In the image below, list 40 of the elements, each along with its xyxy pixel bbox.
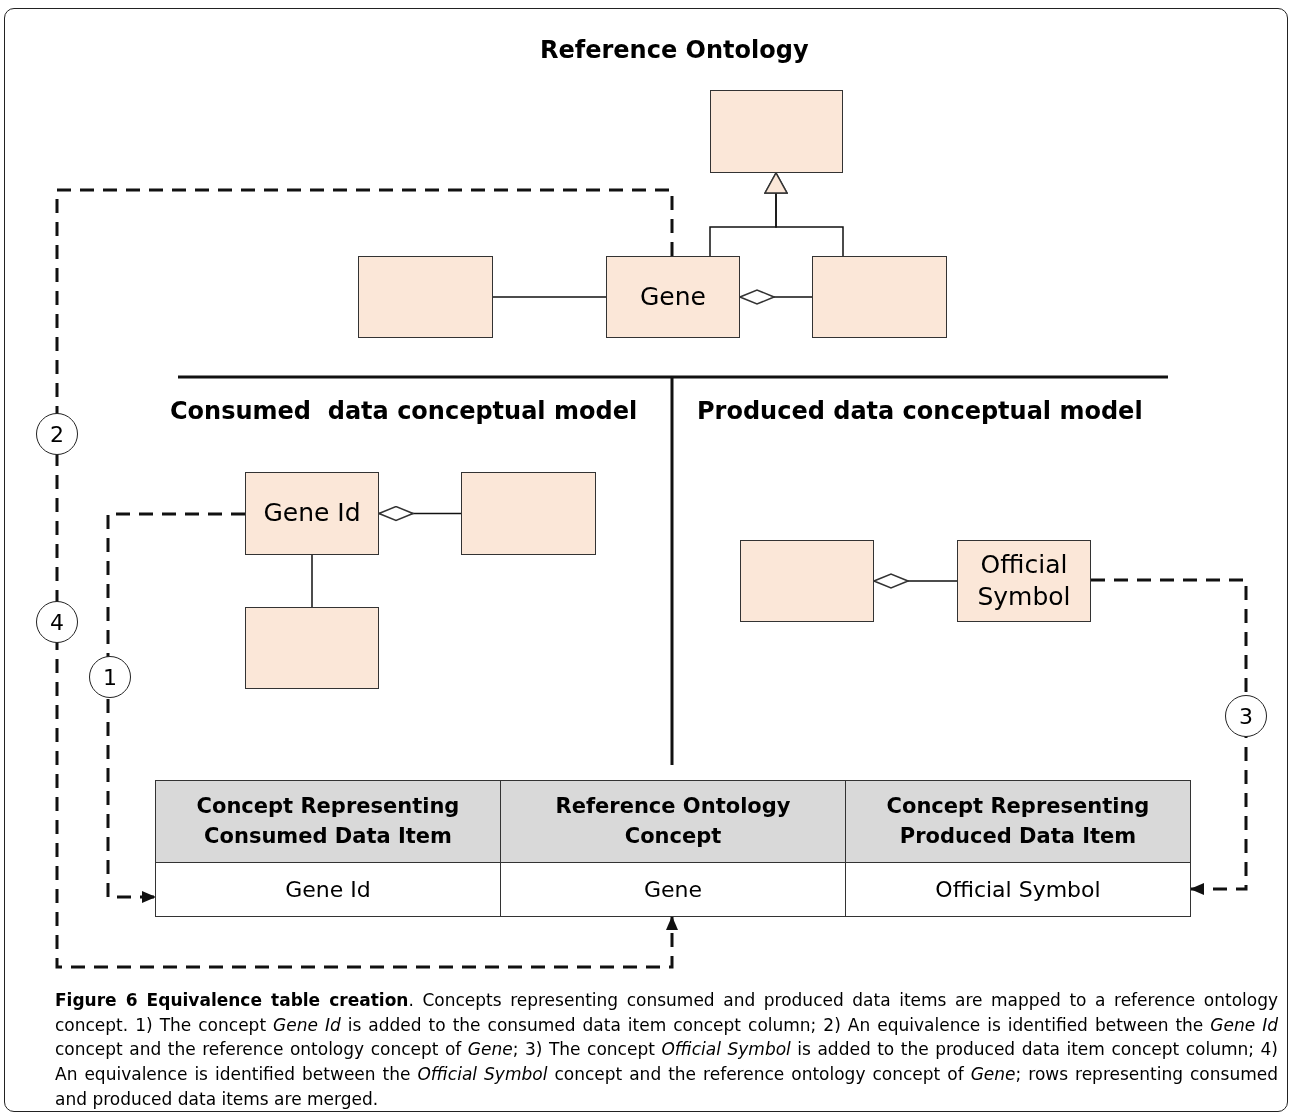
class-name: Official Symbol bbox=[976, 548, 1072, 613]
callout-number: 4 bbox=[36, 601, 78, 643]
table-header-cell bbox=[155, 780, 501, 863]
table-header-cell bbox=[845, 780, 1191, 863]
edge-label: 3 bbox=[1225, 695, 1267, 737]
dashed-arrow bbox=[55, 188, 678, 969]
class-box bbox=[740, 540, 874, 622]
edge-label: 1 bbox=[89, 656, 131, 698]
connector-line bbox=[492, 296, 607, 298]
table-cell bbox=[155, 862, 501, 917]
edge-label: 2 bbox=[36, 413, 78, 455]
section-heading: Consumed data conceptual model bbox=[170, 397, 638, 425]
cell-text: Concept Representing Consumed Data Item bbox=[195, 793, 461, 850]
figure-caption: Figure 6 Equivalence table creation. Concepts representing consumed and produced data items are mapped to a reference ontology concept. 1) The concept Gene Id is added to the consumed data item concept column; 2) An equivalence is identified between the Gene Id concept and the reference ontology concept of Gene; 3) The concept Official Symbol is added to the produced data item concept column; 4) An equivalence is identified between the Official Symbol concept and the reference ontology concept of Gene; rows representing consumed and produced data items are merged. bbox=[55, 989, 1278, 1111]
table-header-cell bbox=[500, 780, 846, 863]
class-box bbox=[710, 90, 843, 173]
class-name: Gene bbox=[640, 280, 706, 313]
class-name: Gene Id bbox=[263, 497, 361, 530]
table-cell bbox=[845, 862, 1191, 917]
generalization-arrow bbox=[764, 172, 844, 257]
connector-line bbox=[311, 554, 313, 608]
class-box bbox=[245, 472, 379, 555]
aggregation-line bbox=[378, 505, 462, 522]
class-box bbox=[812, 256, 947, 338]
class-box bbox=[461, 472, 596, 555]
cell-text: Gene Id bbox=[285, 877, 371, 902]
aggregation-line bbox=[873, 573, 958, 589]
section-heading: Produced data conceptual model bbox=[697, 397, 1143, 425]
dashed-arrow bbox=[106, 512, 245, 903]
cell-text: Concept Representing Produced Data Item bbox=[885, 793, 1151, 850]
class-box bbox=[957, 540, 1091, 622]
class-box bbox=[358, 256, 493, 338]
section-heading: Reference Ontology bbox=[540, 36, 809, 64]
cell-text: Gene bbox=[643, 877, 703, 902]
cell-text: Official Symbol bbox=[935, 877, 1101, 902]
class-box bbox=[606, 256, 740, 338]
dashed-arrow bbox=[1091, 578, 1248, 895]
class-box bbox=[245, 607, 379, 689]
aggregation-line bbox=[739, 289, 813, 305]
cell-text: Reference Ontology Concept bbox=[554, 793, 792, 850]
